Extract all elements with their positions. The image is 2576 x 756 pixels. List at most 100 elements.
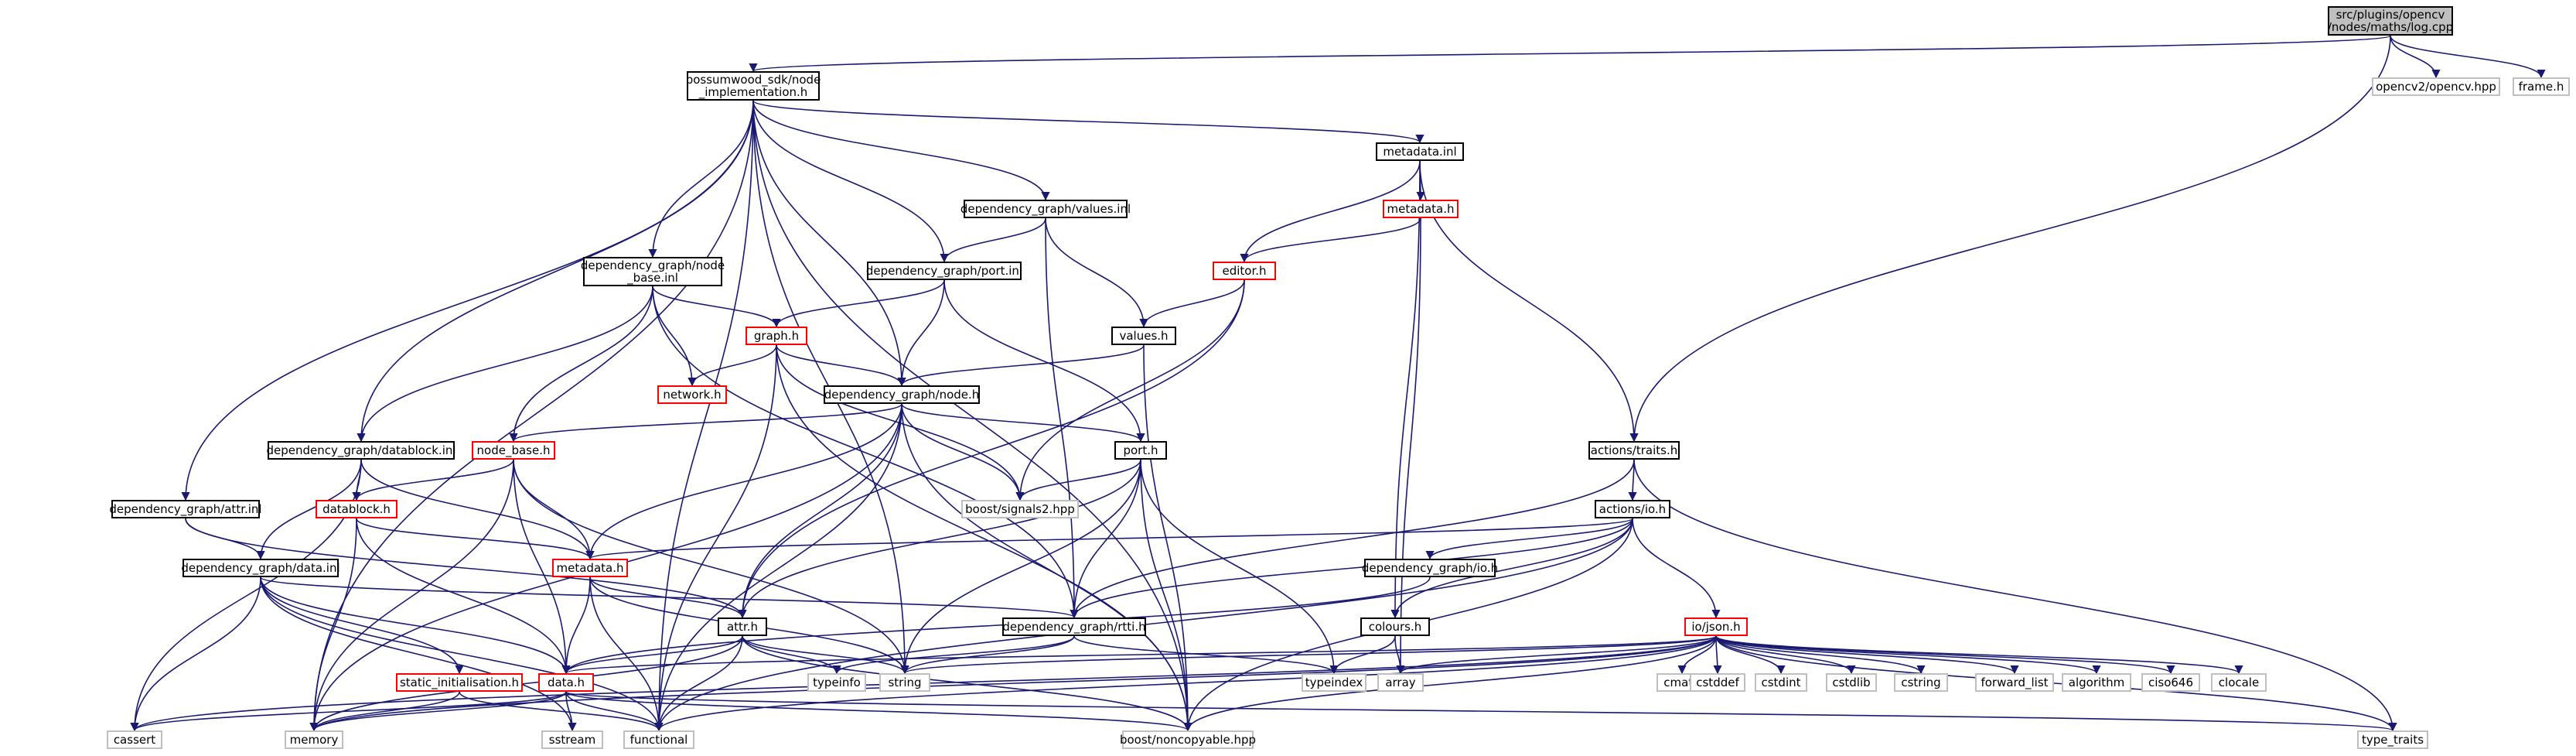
node-colours-h[interactable]: colours.h <box>1360 617 1430 636</box>
edge-io_h-to-metadata_h <box>585 518 1633 560</box>
edge-data_h-to-functional <box>565 691 664 732</box>
edge-root-to-node_impl <box>749 35 2391 73</box>
edge-attr_h-to-memory <box>309 635 743 732</box>
edge-datablock_h-to-memory <box>309 518 357 732</box>
edge-port_h-to-attr_h <box>738 459 1141 619</box>
edge-rtti_h-to-string <box>900 635 1075 675</box>
edge-node_base_inl-to-node_base_h <box>509 286 653 443</box>
edge-root-to-traits_h <box>1629 35 2391 443</box>
node-values-h[interactable]: values.h <box>1111 327 1176 345</box>
edge-data_h-to-type_traits <box>565 691 2397 732</box>
node-functional: functional <box>623 730 694 749</box>
edge-traits_h-to-type_traits <box>1633 459 2397 732</box>
edge-graph_h-to-node_h <box>776 344 906 387</box>
node-data-inl[interactable]: dependency_graph/data.inl <box>181 559 340 577</box>
node-typeinfo: typeinfo <box>807 673 866 692</box>
node-node-base-inl[interactable]: dependency_graph/node _base.inl <box>580 257 725 286</box>
edge-rtti_h-to-typeindex <box>1073 635 1339 675</box>
node-editor-h[interactable]: editor.h <box>1213 262 1276 280</box>
node-noncopyable-hpp: boost/noncopyable.hpp <box>1120 730 1256 749</box>
edge-node_h-to-signals2 <box>901 403 1025 501</box>
node-node-base-h[interactable]: node_base.h <box>472 441 555 460</box>
node-rtti-h[interactable]: dependency_graph/rtti.h <box>1002 617 1146 636</box>
node-forward-list: forward_list <box>1975 673 2054 692</box>
edge-node_impl-to-port_inl <box>752 100 949 263</box>
node-cstring: cstring <box>1894 673 1948 692</box>
node-attr-h[interactable]: attr.h <box>718 617 767 636</box>
edge-editor_h-to-attr_h <box>738 279 1245 619</box>
edge-values_inl-to-rtti_h <box>1045 217 1079 619</box>
edge-graph_h-to-functional <box>654 344 777 732</box>
node-metadata-h-top[interactable]: metadata.h <box>1383 200 1459 218</box>
node-graph-h[interactable]: graph.h <box>746 327 807 345</box>
node-node-implementation-h[interactable]: possumwood_sdk/node _implementation.h <box>685 71 821 101</box>
edge-node_h-to-functional <box>654 403 902 732</box>
node-network-h[interactable]: network.h <box>657 385 727 404</box>
edge-json_h-to-functional <box>654 635 1717 732</box>
edge-json_h-to-algorithm <box>1715 635 2101 675</box>
node-port-inl[interactable]: dependency_graph/port.inl <box>866 262 1022 280</box>
edge-data_inl-to-sstream <box>260 576 577 732</box>
edge-traits_h-to-rtti_h <box>1070 459 1635 619</box>
edge-attr_h-to-functional <box>654 635 743 732</box>
edge-node_impl-to-noncopyable <box>752 100 1192 732</box>
node-values-inl[interactable]: dependency_graph/values.inl <box>960 200 1131 218</box>
edge-port_h-to-noncopyable <box>1140 459 1192 732</box>
node-static-initialisation-h[interactable]: static_initialisation.h <box>396 673 523 692</box>
edge-metadata_inl-to-editor_h <box>1240 160 1421 263</box>
edge-io_h-to-json_h <box>1632 518 1721 619</box>
edge-data_inl-to-static_init <box>260 576 464 675</box>
node-dependency-graph-io-h[interactable]: dependency_graph/io.h <box>1362 559 1498 577</box>
node-io-json-h[interactable]: io/json.h <box>1684 617 1748 636</box>
edge-attr_h-to-noncopyable <box>742 635 1192 732</box>
node-metadata-inl[interactable]: metadata.inl <box>1376 142 1464 161</box>
edge-static_init-to-functional <box>459 691 664 732</box>
edge-node_h-to-metadata_h <box>585 403 902 560</box>
edge-io_h-to-dg_io_h <box>1425 518 1633 560</box>
node-node-h[interactable]: dependency_graph/node.h <box>824 385 980 404</box>
edge-datablock_h-to-metadata_h <box>356 518 595 560</box>
edge-data_h-to-memory <box>309 691 567 732</box>
node-datablock-inl[interactable]: dependency_graph/datablock.inl <box>266 441 456 460</box>
edge-values_inl-to-values_h <box>1045 217 1148 328</box>
edge-port_h-to-typeindex <box>1140 459 1339 675</box>
edge-root-to-frame_h <box>2390 35 2546 79</box>
edge-node_h-to-attr_h <box>738 403 902 619</box>
node-opencv-hpp: opencv2/opencv.hpp <box>2372 77 2500 96</box>
node-port-h[interactable]: port.h <box>1114 441 1167 460</box>
node-metadata-h[interactable]: metadata.h <box>552 559 628 577</box>
edge-json_h-to-data_h <box>562 635 1717 675</box>
edge-datablock_inl-to-metadata_h <box>360 459 595 560</box>
edge-node_base_h-to-string <box>513 459 909 675</box>
node-frame-h: frame.h <box>2513 77 2570 96</box>
edge-port_h-to-string <box>900 459 1141 675</box>
edge-data_inl-to-cassert <box>130 576 261 732</box>
edge-node_base_h-to-data_h <box>513 459 571 675</box>
edge-metadata_h-to-data_h <box>561 576 591 675</box>
edge-attr_h-to-data_h <box>561 635 743 675</box>
edge-node_base_inl-to-datablock_inl <box>357 286 653 443</box>
node-typeindex: typeindex <box>1302 673 1366 692</box>
node-string: string <box>879 673 930 692</box>
node-attr-inl[interactable]: dependency_graph/attr.inl <box>109 500 262 518</box>
node-data-h[interactable]: data.h <box>538 673 594 692</box>
edge-json_h-to-cmath <box>1677 635 1717 675</box>
edge-io_h-to-rtti_h <box>1070 518 1633 619</box>
edge-metadata_h-to-attr_h <box>589 576 747 619</box>
edge-node_impl-to-node_base_inl <box>648 100 754 258</box>
node-actions-io-h[interactable]: actions/io.h <box>1595 500 1670 518</box>
node-type-traits: type_traits <box>2357 730 2428 749</box>
node-datablock-h[interactable]: datablock.h <box>316 500 397 518</box>
node-traits-h[interactable]: actions/traits.h <box>1588 441 1680 460</box>
edge-node_h-to-noncopyable <box>901 403 1192 732</box>
edge-values_inl-to-port_inl <box>940 217 1046 263</box>
edge-json_h-to-cstring <box>1715 635 1926 675</box>
edge-json_h-to-string <box>900 635 1717 675</box>
edge-node_impl-to-values_inl <box>752 100 1050 201</box>
edge-metadata_inl-to-colours_h <box>1390 160 1421 619</box>
edge-node_h-to-node_base_h <box>509 403 902 443</box>
edge-rtti_h-to-typeinfo <box>832 635 1075 675</box>
edge-json_h-to-cstddef <box>1713 635 1722 675</box>
